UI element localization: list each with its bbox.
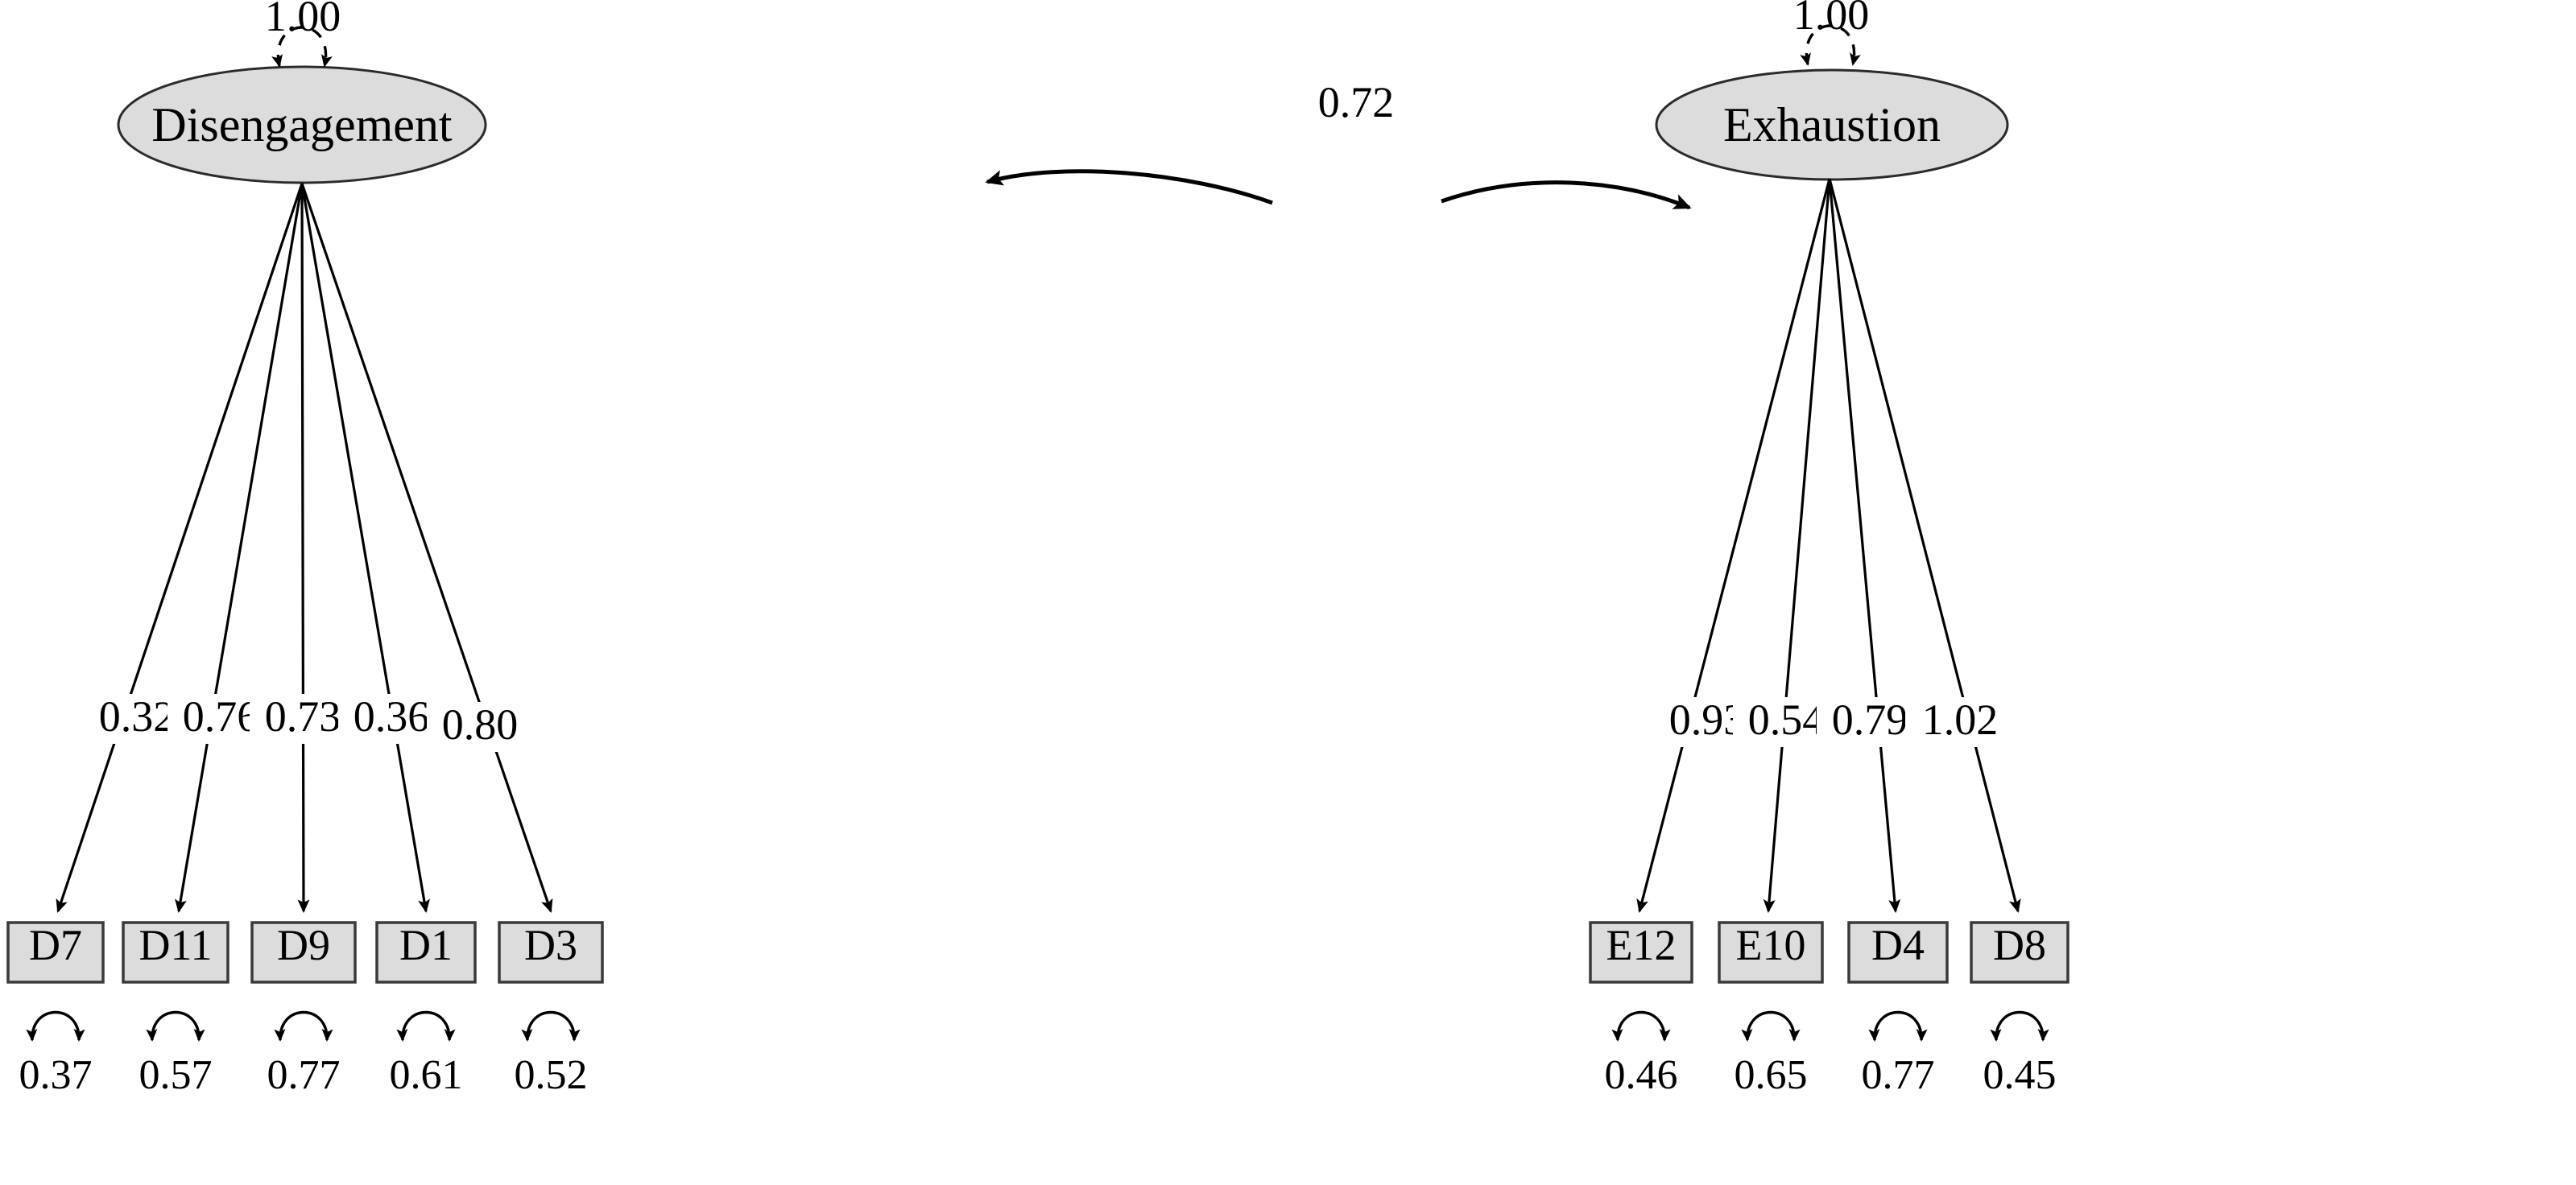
- loading-label-E10: 0.54: [1748, 696, 1825, 744]
- residual-arc-E12: [1611, 1011, 1671, 1042]
- residual-label-D3: 0.52: [515, 1052, 588, 1098]
- loading-labels-exhaustion: 0.93 0.54 0.79 1.02: [1654, 696, 2015, 747]
- loading-path-D1[interactable]: [300, 183, 430, 914]
- residual-arc-D11: [146, 1011, 205, 1042]
- indicator-box-D1[interactable]: [375, 921, 477, 984]
- covariance-arc-left: [985, 169, 1273, 205]
- residual-label-D11: 0.57: [139, 1052, 213, 1098]
- label-plate-D8: [1905, 697, 2015, 747]
- loading-path-D9[interactable]: [297, 183, 310, 914]
- indicator-D9[interactable]: D9 0.77: [250, 921, 357, 1098]
- exhaustion-label: Exhaustion: [1723, 98, 1941, 151]
- residual-label-D8: 0.45: [1983, 1052, 2057, 1098]
- loading-label-E12: 0.93: [1669, 696, 1746, 744]
- disengagement-variance-loop: 1.00: [265, 0, 341, 68]
- loading-path-D11[interactable]: [175, 183, 304, 914]
- residual-arc-D9: [274, 1011, 333, 1042]
- exhaustion-ellipse[interactable]: [1655, 68, 2009, 181]
- variance-arc-exhaustion: [1800, 24, 1861, 66]
- residual-label-D7: 0.37: [19, 1052, 93, 1098]
- loading-label-D3: 0.80: [442, 700, 519, 749]
- loading-paths-exhaustion: [1636, 178, 2021, 914]
- indicator-D7[interactable]: D7 0.37: [6, 921, 105, 1098]
- indicator-box-D3[interactable]: [498, 921, 604, 984]
- latent-node-exhaustion[interactable]: Exhaustion: [1655, 68, 2009, 181]
- loading-path-D7[interactable]: [56, 183, 304, 913]
- indicator-box-D8[interactable]: [1970, 921, 2069, 984]
- exhaustion-variance-label: 1.00: [1793, 0, 1870, 39]
- indicator-label-E12: E12: [1606, 921, 1677, 969]
- indicator-label-E10: E10: [1736, 921, 1806, 969]
- residual-arc-D1: [396, 1011, 456, 1042]
- residual-arc-D7: [26, 1011, 85, 1042]
- indicator-box-D9[interactable]: [250, 921, 357, 984]
- loading-label-D7: 0.32: [99, 692, 176, 741]
- loading-label-D11: 0.76: [183, 692, 259, 741]
- loading-path-D3[interactable]: [300, 183, 553, 913]
- residual-label-D9: 0.77: [267, 1052, 341, 1098]
- indicator-label-D1: D1: [399, 921, 453, 969]
- disengagement-label: Disengagement: [151, 98, 453, 151]
- loading-path-D4[interactable]: [1828, 178, 1901, 914]
- indicator-label-D7: D7: [29, 921, 82, 969]
- indicator-label-D3: D3: [524, 921, 577, 969]
- indicator-D8[interactable]: D8 0.45: [1970, 921, 2069, 1098]
- residual-label-D1: 0.61: [390, 1052, 463, 1098]
- loading-paths-disengagement: [56, 183, 553, 914]
- covariance-arc-right: [1441, 180, 1692, 210]
- loading-label-D8: 1.02: [1922, 696, 1999, 744]
- disengagement-variance-label: 1.00: [265, 0, 341, 40]
- residual-label-E10: 0.65: [1735, 1052, 1808, 1098]
- indicator-label-D8: D8: [1993, 921, 2046, 969]
- loading-path-D8[interactable]: [1828, 178, 2021, 914]
- covariance-label: 0.72: [1318, 78, 1395, 126]
- residual-arc-E10: [1741, 1011, 1801, 1042]
- residual-arc-D4: [1868, 1011, 1928, 1042]
- indicator-E10[interactable]: E10 0.65: [1718, 921, 1824, 1098]
- loading-path-E12[interactable]: [1636, 178, 1831, 914]
- indicator-D4[interactable]: D4 0.77: [1847, 921, 1949, 1098]
- indicator-box-D11[interactable]: [122, 921, 229, 984]
- exhaustion-variance-loop: 1.00: [1793, 0, 1870, 66]
- indicator-label-D4: D4: [1871, 921, 1925, 969]
- loading-labels-disengagement: 0.32 0.76 0.73 0.36 0.80: [84, 692, 533, 752]
- indicator-box-E10[interactable]: [1718, 921, 1824, 984]
- residual-label-E12: 0.46: [1605, 1052, 1678, 1098]
- indicator-D3[interactable]: D3 0.52: [498, 921, 604, 1098]
- indicator-box-D4[interactable]: [1847, 921, 1949, 984]
- indicator-D11[interactable]: D11 0.57: [122, 921, 229, 1098]
- indicator-box-D7[interactable]: [6, 921, 105, 984]
- variance-arc-disengagement: [271, 26, 333, 68]
- loading-label-D4: 0.79: [1832, 696, 1908, 744]
- indicator-label-D11: D11: [139, 921, 213, 969]
- loading-label-D1: 0.36: [354, 692, 430, 741]
- loading-path-E10[interactable]: [1763, 178, 1831, 914]
- residual-arc-D8: [1990, 1011, 2049, 1042]
- residual-arc-D3: [521, 1011, 581, 1042]
- latent-node-disengagement[interactable]: Disengagement: [117, 65, 487, 184]
- indicator-label-D9: D9: [277, 921, 330, 969]
- label-plate-D3: [427, 702, 533, 752]
- indicator-E12[interactable]: E12 0.46: [1589, 921, 1693, 1098]
- indicator-box-E12[interactable]: [1589, 921, 1693, 984]
- residual-label-D4: 0.77: [1862, 1052, 1935, 1098]
- indicator-D1[interactable]: D1 0.61: [375, 921, 477, 1098]
- covariance-path[interactable]: 0.72: [985, 78, 1692, 210]
- loading-label-D9: 0.73: [265, 692, 341, 741]
